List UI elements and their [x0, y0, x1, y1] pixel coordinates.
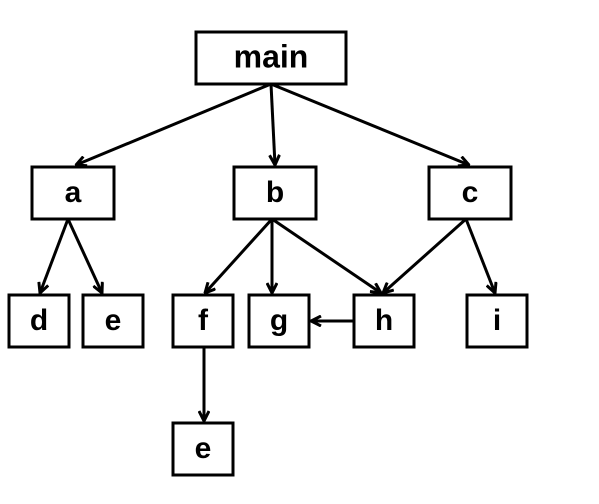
node-label-main: main [234, 38, 309, 74]
edge-main-a [76, 82, 272, 165]
node-c: c [427, 165, 513, 221]
node-h: h [352, 293, 416, 349]
node-label-b: b [266, 176, 284, 209]
edge-c-h [383, 217, 467, 293]
node-label-e2: e [195, 432, 212, 465]
node-e1: e [81, 293, 145, 349]
node-label-e1: e [105, 304, 122, 337]
node-box-a [30, 165, 116, 221]
node-d: d [7, 293, 71, 349]
edge-main-b [271, 83, 275, 165]
edge-b-h [271, 217, 381, 293]
edge-a-e1 [66, 218, 102, 293]
node-label-g: g [270, 304, 288, 337]
node-box-i [465, 293, 529, 349]
node-label-h: h [375, 304, 393, 337]
edges-layer [40, 82, 495, 421]
node-box-g [247, 293, 311, 349]
node-g: g [247, 293, 311, 349]
edge-b-f [205, 217, 274, 293]
node-box-f [171, 293, 235, 349]
node-label-d: d [30, 304, 48, 337]
edge-c-i [464, 218, 495, 293]
nodes-layer: main a b c d e f g h i e [7, 30, 529, 477]
node-label-f: f [198, 304, 209, 337]
node-box-d [7, 293, 71, 349]
node-b: b [232, 165, 318, 221]
node-e2: e [171, 421, 235, 477]
node-box-main [194, 30, 348, 86]
node-box-c [427, 165, 513, 221]
node-box-e2 [171, 421, 235, 477]
edge-main-c [270, 82, 469, 165]
node-label-a: a [65, 176, 82, 209]
node-box-h [352, 293, 416, 349]
edge-a-d [40, 218, 70, 293]
node-label-i: i [493, 304, 501, 337]
node-label-c: c [462, 176, 479, 209]
node-a: a [30, 165, 116, 221]
node-main: main [194, 30, 348, 86]
node-f: f [171, 293, 235, 349]
node-i: i [465, 293, 529, 349]
node-box-b [232, 165, 318, 221]
node-box-e1 [81, 293, 145, 349]
